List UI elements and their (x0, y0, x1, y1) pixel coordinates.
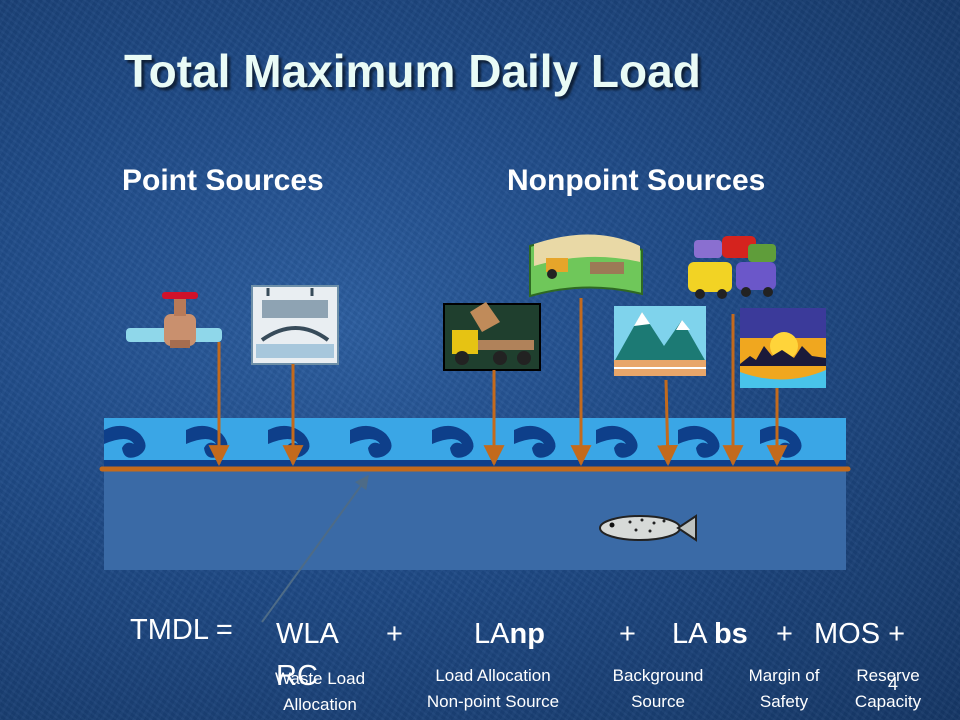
slide-title: Total Maximum Daily Load (124, 45, 701, 97)
caption-wla-line2: Allocation (283, 695, 357, 714)
caption-la-np: Load Allocation Non-point Source (416, 663, 570, 715)
fish-icon (599, 514, 697, 542)
mountains-icon (614, 306, 706, 376)
caption-mos-line2: Safety (759, 692, 809, 711)
formula-la-bs-bold: bs (713, 618, 748, 650)
traffic-cars-icon (688, 236, 776, 299)
arrow-wla-to-line (261, 474, 369, 623)
farm-tractor-icon (529, 234, 643, 298)
arrow-mountains (657, 379, 679, 467)
formula-plus-1: + (386, 618, 403, 650)
formula-lhs: TMDL = (130, 614, 233, 646)
formula-rc: RC (276, 660, 318, 692)
formula-la-np: LAnp (474, 618, 545, 651)
caption-mos: Margin of Safety (738, 663, 830, 715)
formula-la-np-prefix: LA (474, 618, 510, 650)
formula-wla: WLA (276, 618, 339, 650)
water-body (104, 470, 846, 570)
caption-la-bs-line1: Background (612, 666, 704, 685)
city-sunset-icon (740, 308, 826, 388)
formula-la-bs: LA bs (672, 618, 748, 651)
caption-la-np-line1: Load Allocation (435, 666, 551, 685)
caption-rc: Reserve Capacity (848, 663, 928, 715)
formula-plus-2: + (619, 618, 636, 650)
slide-number: 4 (888, 674, 899, 694)
caption-la-bs: Background Source (604, 663, 712, 715)
heading-nonpoint-sources: Nonpoint Sources (507, 164, 766, 197)
formula-la-bs-prefix: LA (672, 618, 714, 650)
formula-mos: MOS + (814, 618, 906, 650)
caption-la-np-line2: Non-point Source (426, 692, 560, 711)
source-arrows (208, 298, 788, 467)
caption-rc-line1: Reserve (856, 666, 920, 685)
formula-plus-3: + (776, 618, 793, 650)
heading-point-sources: Point Sources (122, 164, 324, 197)
logging-truck-icon (443, 302, 541, 371)
caption-wla-line1: Waste Load (274, 669, 366, 688)
caption-rc-line2: Capacity (854, 692, 922, 711)
factory-bridge-icon (251, 285, 339, 365)
faucet-icon (126, 292, 222, 348)
caption-mos-line1: Margin of (748, 666, 820, 685)
caption-la-bs-line2: Source (631, 692, 685, 711)
caption-wla: Waste Load Allocation (268, 666, 372, 718)
wave-band (104, 418, 846, 468)
formula-la-np-bold: np (509, 618, 545, 650)
